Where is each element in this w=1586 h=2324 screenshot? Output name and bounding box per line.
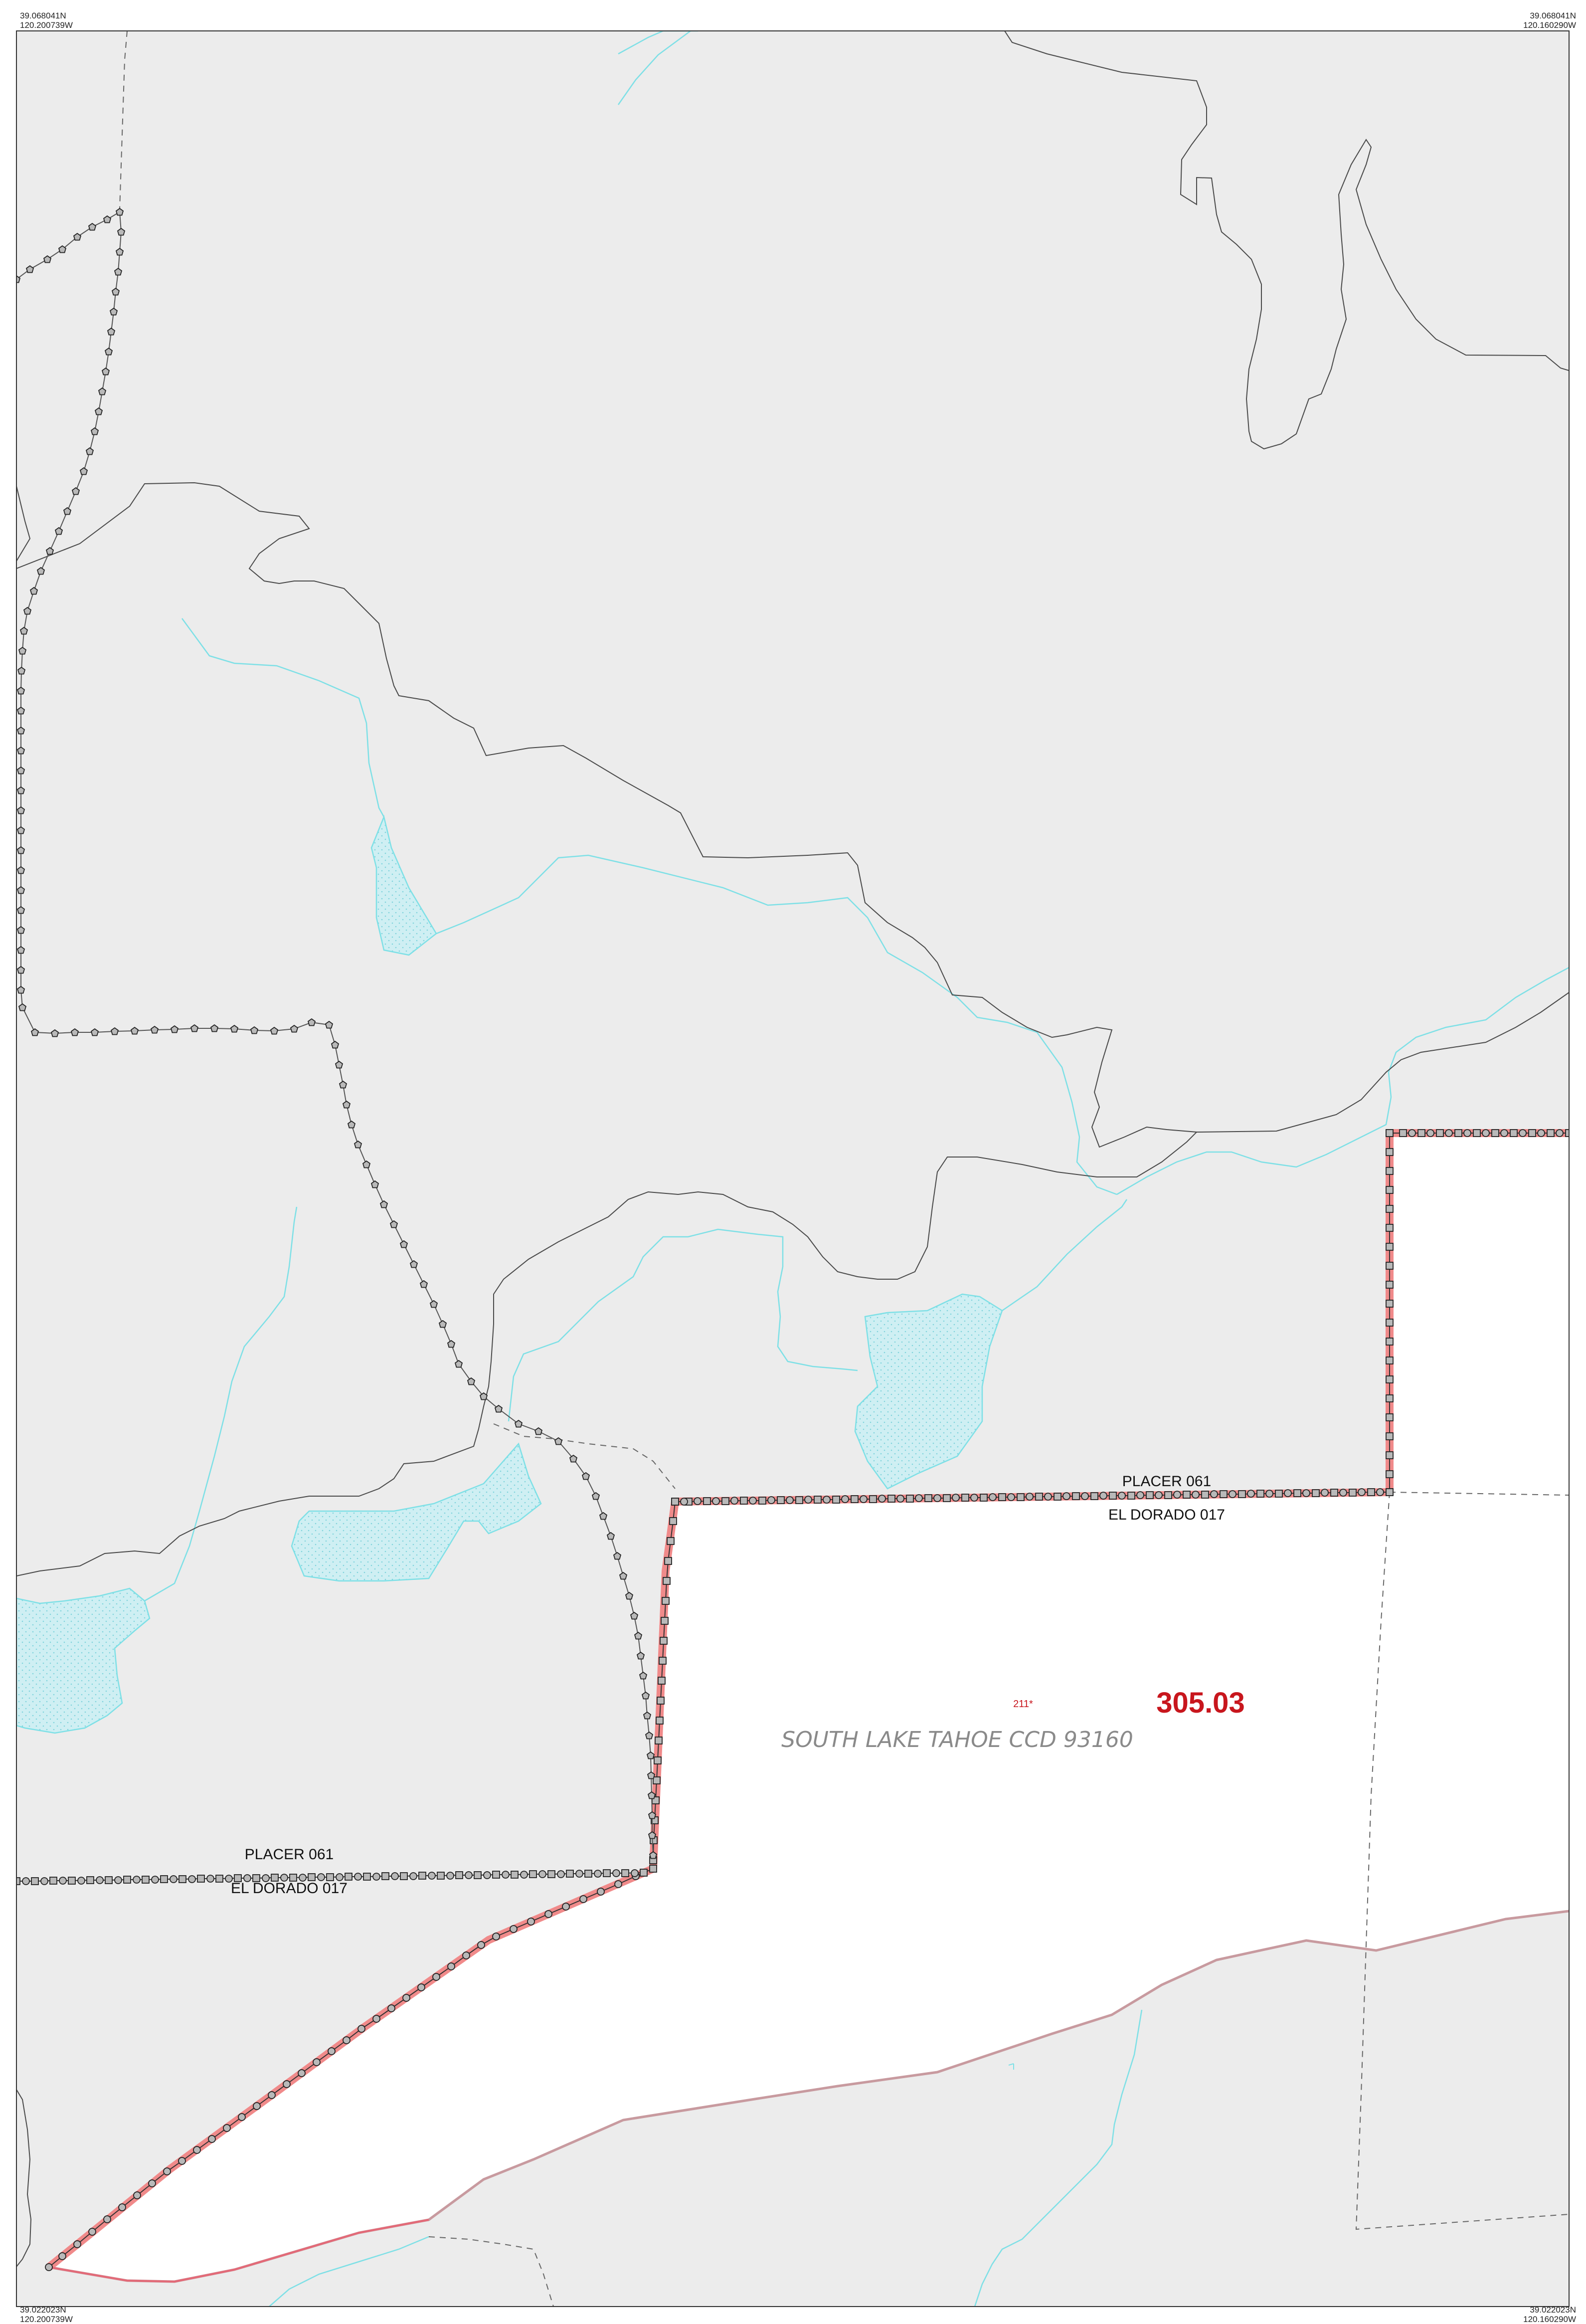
map-frame (16, 30, 1570, 2307)
county-label-lower-south: EL DORADO 017 (231, 1880, 348, 1897)
boundary-southwest-symbols (45, 1865, 657, 2271)
block-number-label: 211* (1013, 1699, 1033, 1710)
corner-top-right: 39.068041N 120.160290W (1523, 11, 1576, 30)
corner-lat: 39.022023N (1530, 2305, 1576, 2315)
corner-lat: 39.068041N (1530, 11, 1576, 20)
corner-bottom-right: 39.022023N 120.160290W (1523, 2305, 1576, 2324)
county-label-upper-north: PLACER 061 (1122, 1473, 1211, 1490)
corner-lon: 120.160290W (1523, 2315, 1576, 2324)
corner-lat: 39.068041N (20, 11, 66, 20)
corner-lon: 120.160290W (1523, 20, 1576, 30)
corner-top-left: 39.068041N 120.200739W (20, 11, 73, 30)
corner-lon: 120.200739W (20, 20, 73, 30)
corner-lat: 39.022023N (20, 2305, 66, 2315)
county-label-upper-south: EL DORADO 017 (1108, 1507, 1225, 1523)
corner-lon: 120.200739W (20, 2315, 73, 2324)
county-label-lower-north: PLACER 061 (245, 1846, 334, 1863)
tract-number-label: 305.03 (1156, 1687, 1244, 1719)
water-area-2 (854, 1293, 1003, 1490)
lower-area (16, 1911, 1569, 2307)
ccd-label: SOUTH LAKE TAHOE CCD 93160 (781, 1727, 1133, 1752)
corner-bottom-left: 39.022023N 120.200739W (20, 2305, 73, 2324)
map-content (16, 31, 1569, 2307)
county-line-pentagon-symbols (16, 207, 658, 1859)
